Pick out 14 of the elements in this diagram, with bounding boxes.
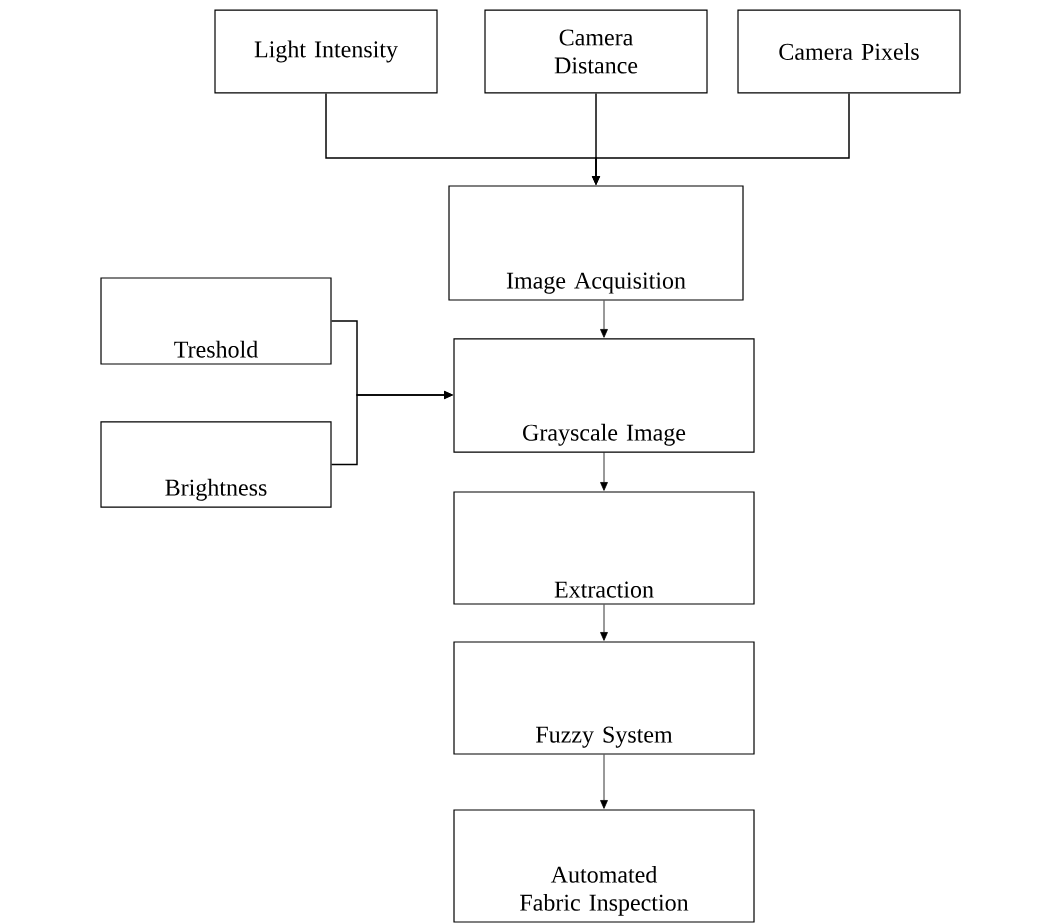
process-box: Extraction [453,491,755,605]
process-box: Treshold [100,277,332,365]
arrow [600,300,608,338]
process-box: Camera Distance [484,9,708,94]
arrow [600,604,608,641]
arrow [600,452,608,491]
process-box: Image Acquisition [448,185,744,301]
process-box: Fuzzy System [453,641,755,755]
process-box: Light Intensity [214,9,438,94]
process-box: Automated Fabric Inspection [453,809,755,923]
process-box: Grayscale Image [453,338,755,453]
process-box: Brightness [100,421,332,508]
arrow [600,754,608,809]
process-box: Camera Pixels [737,9,961,94]
